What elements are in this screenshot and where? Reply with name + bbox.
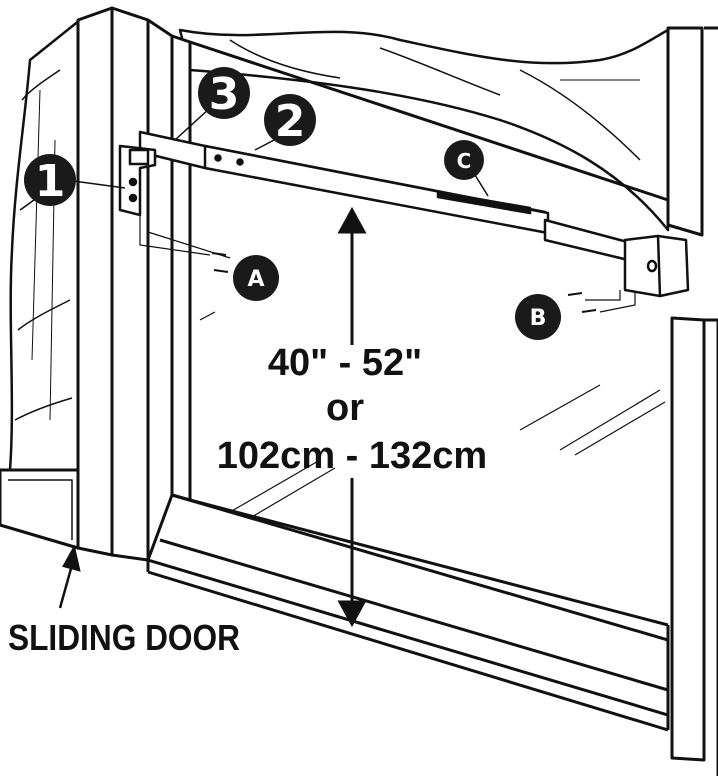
callout-3-label: 3: [209, 69, 240, 120]
callout-c: C: [444, 140, 484, 180]
callout-1-label: 1: [35, 156, 66, 207]
right-bracket: [623, 234, 690, 298]
glass-reflections: [199, 311, 666, 519]
screws-b: [567, 290, 636, 313]
dimension-connector: or: [326, 387, 364, 429]
callout-b-label: B: [530, 306, 547, 331]
callout-2: 2: [264, 94, 316, 147]
left-curtain: [8, 18, 82, 472]
sliding-door-label: SLIDING DOOR: [8, 617, 240, 658]
left-bracket: [118, 144, 157, 217]
callout-c-label: C: [457, 149, 472, 173]
dimension-arrow: [337, 206, 367, 628]
callout-a: A: [233, 255, 279, 301]
dimension-imperial: 40" - 52": [268, 342, 422, 384]
callout-b: B: [515, 294, 561, 340]
right-door-frame: [666, 26, 718, 776]
callout-3: 3: [198, 67, 250, 120]
door-label-arrow: [58, 544, 81, 609]
dimension-metric: 102cm - 132cm: [217, 435, 487, 477]
callout-a-label: A: [247, 267, 264, 292]
callout-2-label: 2: [275, 96, 306, 147]
callout-1: 1: [24, 154, 76, 207]
screws-a: [139, 178, 231, 273]
glass-panel-frame: [146, 40, 670, 732]
